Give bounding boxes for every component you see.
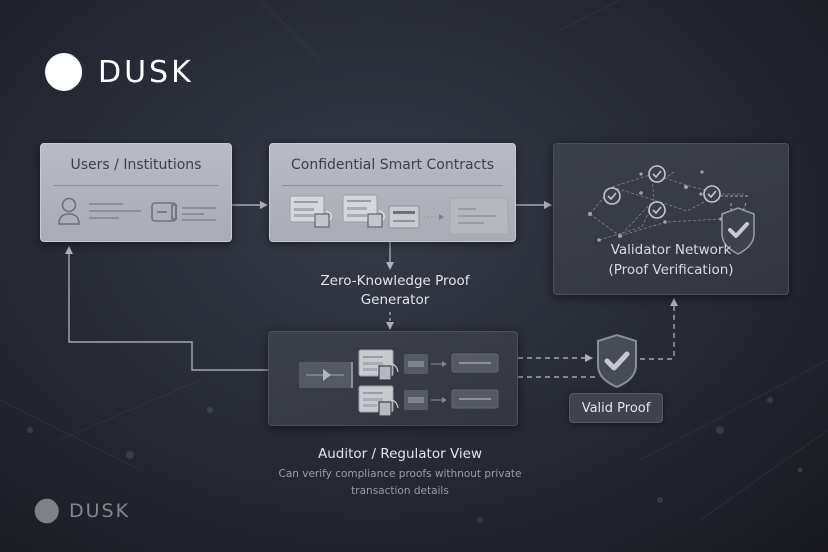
auditor-description-line1: Can verify compliance proofs withnout pr… xyxy=(278,468,522,480)
dusk-logo: DUSK xyxy=(44,52,194,92)
document-icon xyxy=(342,194,385,228)
auditor-node-title: Auditor / Regulator View xyxy=(317,446,482,462)
output-panel-icon xyxy=(449,197,509,235)
document-icon xyxy=(358,385,399,417)
users-node-title: Users / Institutions xyxy=(70,157,202,173)
validator-node-title: Validator Network xyxy=(610,242,732,258)
footer-brand-name: DUSK xyxy=(69,500,131,522)
validator-node-subtitle: (Proof Verification) xyxy=(608,262,734,278)
document-icon xyxy=(358,349,399,381)
network-graph-icon xyxy=(588,165,755,255)
shield-check-icon xyxy=(597,333,637,389)
contracts-node-illustration xyxy=(289,194,509,235)
dusk-footer-logo: DUSK xyxy=(34,498,130,524)
crescent-moon-circle-icon xyxy=(34,498,60,524)
zero-knowledge-proof-generator-node[interactable]: Zero-Knowledge Proof Generator xyxy=(280,272,510,310)
auditor-regulator-view-node[interactable] xyxy=(268,331,518,426)
data-block-icon xyxy=(388,205,420,229)
zkp-title-line1: Zero-Knowledge Proof xyxy=(320,273,470,289)
video-play-icon xyxy=(299,362,353,388)
zkp-title-line2: Generator xyxy=(360,292,430,308)
brand-name: DUSK xyxy=(98,54,194,90)
users-node-illustration xyxy=(58,197,216,225)
contracts-node-title: Confidential Smart Contracts xyxy=(290,157,495,173)
auditor-node-illustration xyxy=(299,349,499,417)
shield-check-icon xyxy=(721,207,755,255)
auditor-node-description: Can verify compliance proofs withnout pr… xyxy=(250,466,550,500)
validator-network-node[interactable]: Validator Network (Proof Verification) xyxy=(553,143,789,295)
auditor-description-line2: transaction details xyxy=(351,485,449,497)
wallet-icon xyxy=(151,202,177,222)
document-icon xyxy=(289,195,332,228)
divider xyxy=(282,185,503,186)
validator-node-icon xyxy=(603,165,721,219)
divider xyxy=(53,185,219,186)
user-icon xyxy=(58,197,80,225)
valid-proof-badge[interactable]: Valid Proof xyxy=(569,393,663,423)
confidential-smart-contracts-node[interactable]: Confidential Smart Contracts xyxy=(269,143,516,242)
users-institutions-node[interactable]: Users / Institutions xyxy=(40,143,232,242)
arrow-icon xyxy=(423,214,444,220)
crescent-moon-circle-icon xyxy=(45,53,84,91)
